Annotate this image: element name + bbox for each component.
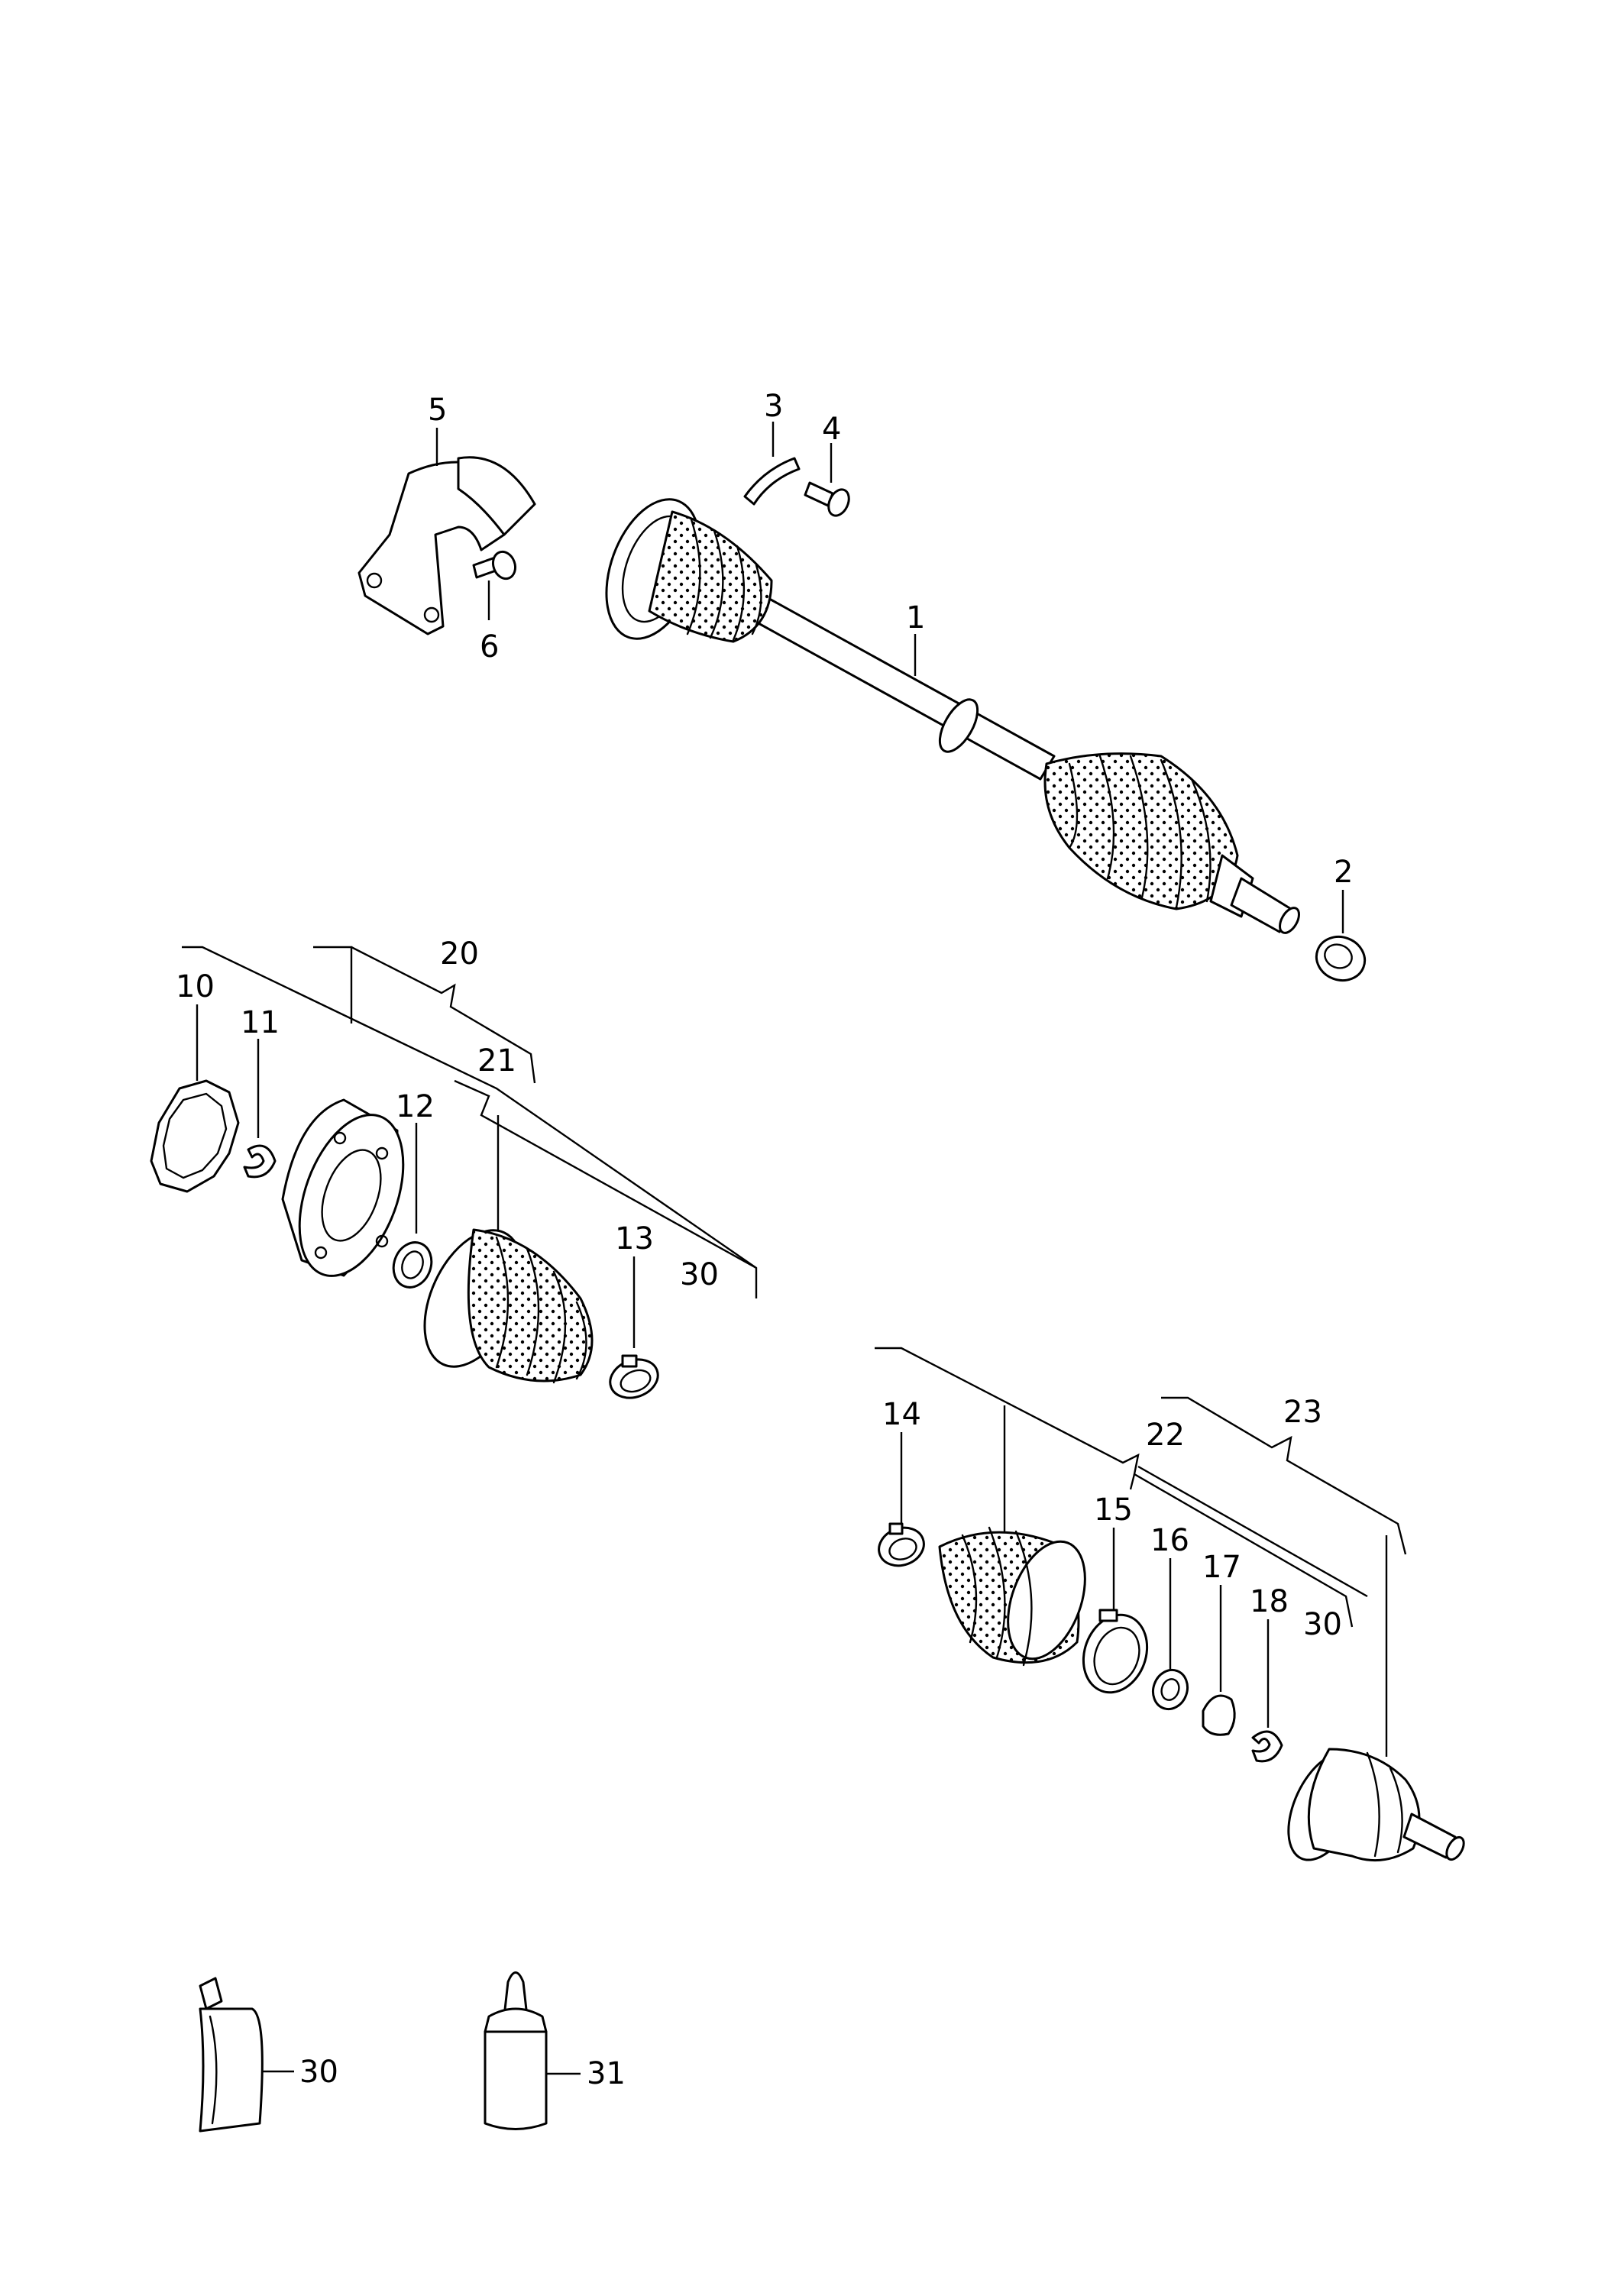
callout-22: 22 bbox=[1146, 1418, 1185, 1453]
drive-shaft bbox=[605, 498, 1300, 934]
callout-17: 17 bbox=[1202, 1550, 1241, 1585]
callout-14: 14 bbox=[882, 1397, 921, 1432]
inner-joint-kit bbox=[150, 1079, 659, 1399]
callout-10: 10 bbox=[176, 969, 215, 1004]
callout-2: 2 bbox=[1334, 855, 1353, 890]
callout-30-right: 30 bbox=[1303, 1607, 1342, 1642]
collar-nut bbox=[1315, 936, 1367, 981]
heat-shield bbox=[357, 456, 536, 635]
callout-6: 6 bbox=[480, 629, 499, 665]
leader-lines-bottom bbox=[261, 2070, 581, 2075]
callout-1: 1 bbox=[906, 600, 925, 635]
callout-15: 15 bbox=[1094, 1492, 1133, 1528]
leader-lines-top bbox=[435, 422, 1344, 933]
bracket-lines-left bbox=[182, 946, 758, 1348]
callout-30-bottom: 30 bbox=[299, 2055, 338, 2090]
shield-bolt bbox=[472, 550, 517, 580]
bracket-lines-right bbox=[875, 1347, 1407, 1757]
callout-labels: 1 2 3 4 5 6 10 11 12 13 14 15 16 17 18 2… bbox=[176, 389, 1353, 2091]
outer-joint-kit bbox=[878, 1522, 1465, 1862]
callout-31: 31 bbox=[587, 2056, 626, 2091]
callout-18: 18 bbox=[1250, 1584, 1289, 1619]
callout-12: 12 bbox=[396, 1089, 435, 1124]
callout-11: 11 bbox=[241, 1005, 280, 1040]
callout-4: 4 bbox=[822, 412, 841, 447]
retaining-clip bbox=[743, 457, 801, 506]
sealant-bottle bbox=[484, 1971, 548, 2130]
callout-3: 3 bbox=[764, 389, 783, 424]
callout-5: 5 bbox=[428, 393, 447, 428]
callout-23: 23 bbox=[1283, 1395, 1322, 1430]
callout-13: 13 bbox=[615, 1221, 654, 1256]
callout-20: 20 bbox=[440, 936, 479, 972]
callout-16: 16 bbox=[1150, 1523, 1189, 1558]
callout-30-left: 30 bbox=[680, 1257, 719, 1292]
callout-21: 21 bbox=[477, 1043, 516, 1078]
socket-bolt bbox=[804, 481, 850, 517]
grease-tube bbox=[199, 1977, 264, 2133]
